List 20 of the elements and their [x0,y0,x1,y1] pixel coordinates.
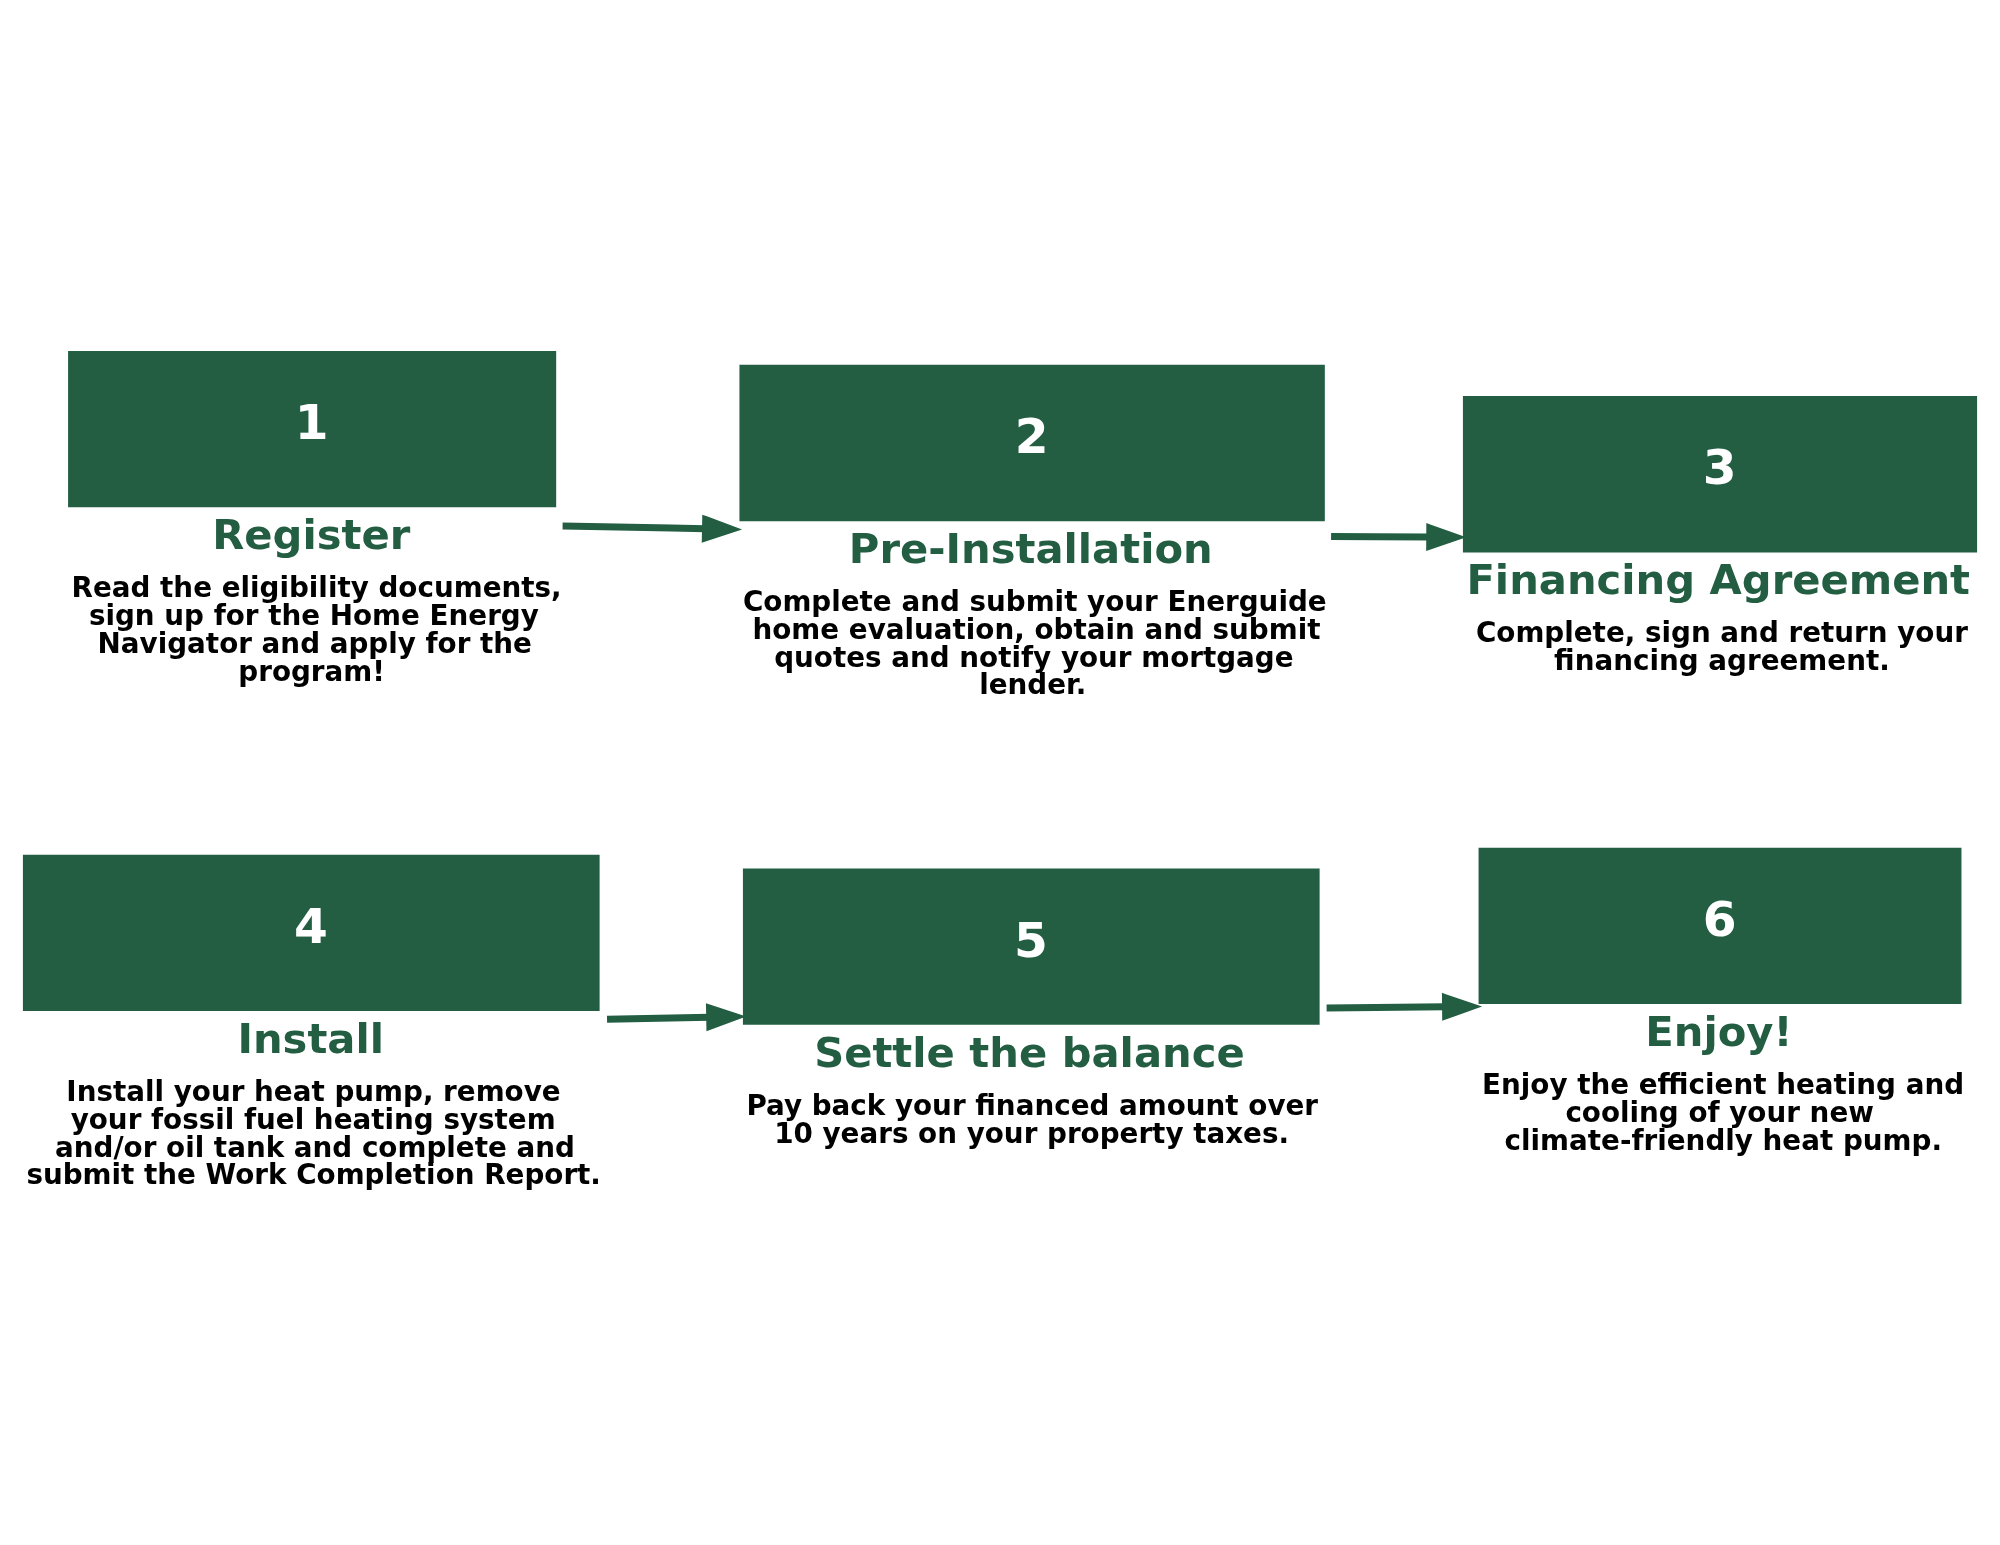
node-box: 5 [742,868,1320,1025]
node-label: Read the eligibility documents, sign up for the Home Energy Navigator and apply for the program! [71,570,562,688]
node-label: Financing Agreement [1466,554,1971,604]
node-label: Enjoy the efficient heating and cooling of your new climate-friendly heat pump. [1482,1067,1965,1157]
arrow [562,514,743,543]
node-label: Install [237,1013,385,1063]
node-box: 1 [68,350,557,507]
node-label: Settle the balance [814,1027,1245,1077]
node-box: 4 [22,854,600,1011]
node-label: Complete, sign and return your financing agreement. [1475,615,1968,677]
node-label: Pay back your financed amount over 10 years on your property taxes. [746,1088,1319,1150]
node-label: Install your heat pump, remove your fossil fuel heating system and/or oil tank and complete and submit the Work Completion Report. [26,1074,601,1191]
node-label: Enjoy! [1645,1006,1793,1056]
arrow [1326,992,1483,1021]
node-label: Pre-Installation [848,523,1213,573]
node-label: Register [212,509,411,559]
node-box: 2 [739,364,1325,521]
node-label: Complete and submit your Energuide home evaluation, obtain and submit quotes and notify your mortgage lender. [742,584,1327,701]
node-box: 3 [1462,395,1978,552]
node-box: 6 [1478,847,1962,1004]
